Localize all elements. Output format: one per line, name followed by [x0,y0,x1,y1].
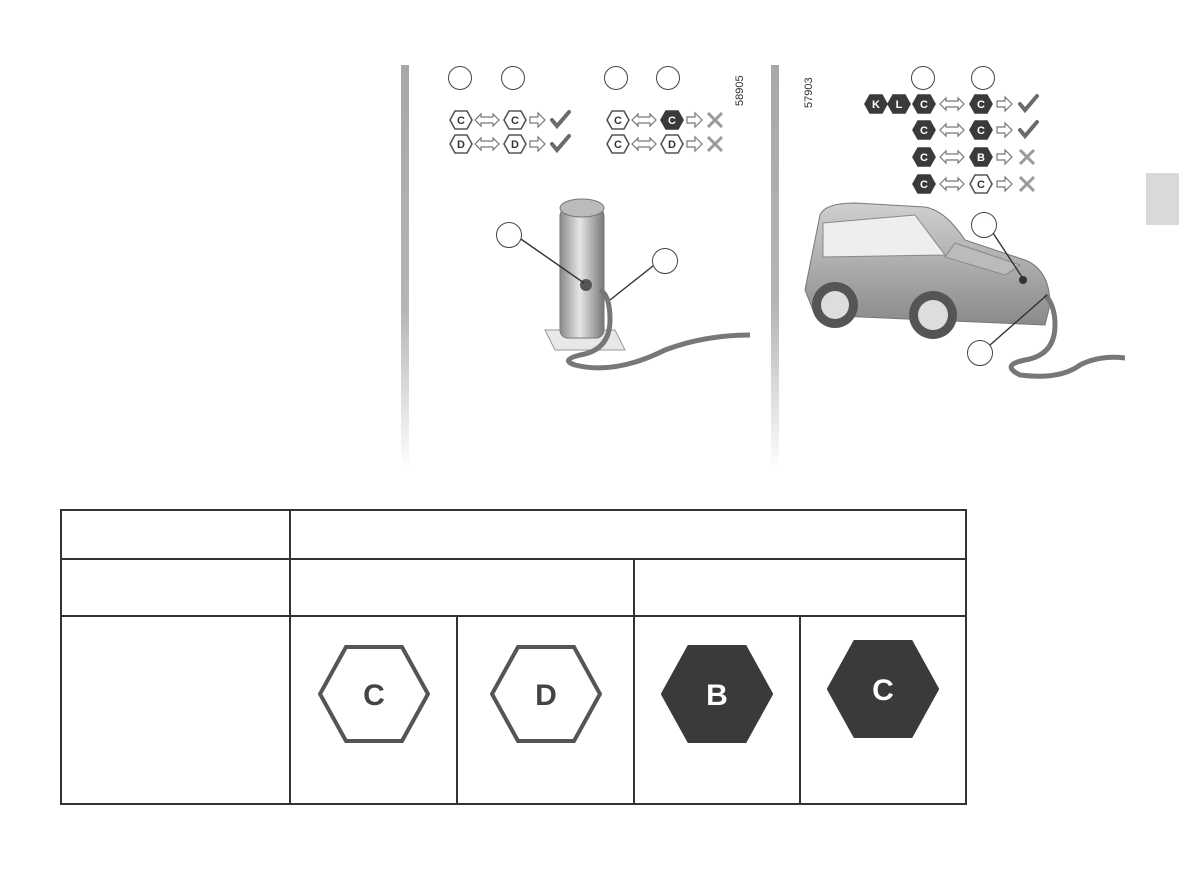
table-cell [60,615,291,805]
callout-circle [971,66,995,90]
callout-circle [911,66,935,90]
callout-circle [656,66,680,90]
connector-table: C D B C [60,509,967,805]
hexagon-d-outline-icon: D [489,645,602,743]
svg-text:B: B [977,152,985,164]
hexagon-c-outline-icon: C [317,645,430,743]
hex-cell: C [799,615,967,805]
svg-text:D: D [668,139,676,151]
callout-circle [652,248,678,274]
svg-text:C: C [920,99,928,111]
svg-text:C: C [977,99,985,111]
table-cell [289,558,635,617]
figure-divider-right [771,65,779,470]
callout-circle [604,66,628,90]
callout-circle [501,66,525,90]
svg-text:C: C [614,139,622,151]
svg-text:C: C [614,115,622,127]
table-cell [289,509,967,560]
hexagon-c-filled-icon: C [827,640,939,738]
svg-text:D: D [457,139,465,151]
hex-cell: C [289,615,458,805]
table-row [60,558,967,617]
svg-text:C: C [363,679,385,712]
svg-text:C: C [920,179,928,191]
table-row: C D B C [60,615,967,805]
table-cell [60,509,291,560]
hex-letter: C [457,115,465,127]
svg-text:D: D [535,679,557,712]
svg-text:L: L [896,99,903,111]
svg-text:C: C [872,674,894,707]
svg-text:C: C [920,152,928,164]
callout-circle [496,222,522,248]
callout-circle [967,340,993,366]
compat-diagram-right: K L C C C C C B C C [864,94,1039,194]
svg-text:C: C [668,115,676,127]
table-row [60,509,967,560]
svg-text:C: C [977,125,985,137]
table-cell [60,558,291,617]
compat-diagram-left: C C D D C C C D [449,110,724,154]
svg-text:C: C [511,115,519,127]
svg-text:C: C [920,125,928,137]
hexagon-b-filled-icon: B [661,645,773,743]
charging-station-illustration [517,198,751,371]
section-tab [1146,173,1179,225]
svg-text:B: B [706,679,728,712]
figure-id-right: 57903 [803,77,815,108]
vehicle-illustration [804,202,1125,379]
hex-cell: D [456,615,635,805]
svg-text:C: C [977,179,985,191]
callout-circle [448,66,472,90]
hex-cell: B [633,615,801,805]
svg-text:D: D [511,139,519,151]
figure-divider-left [401,65,409,470]
svg-text:K: K [872,99,880,111]
table-cell [633,558,967,617]
callout-circle [971,212,997,238]
